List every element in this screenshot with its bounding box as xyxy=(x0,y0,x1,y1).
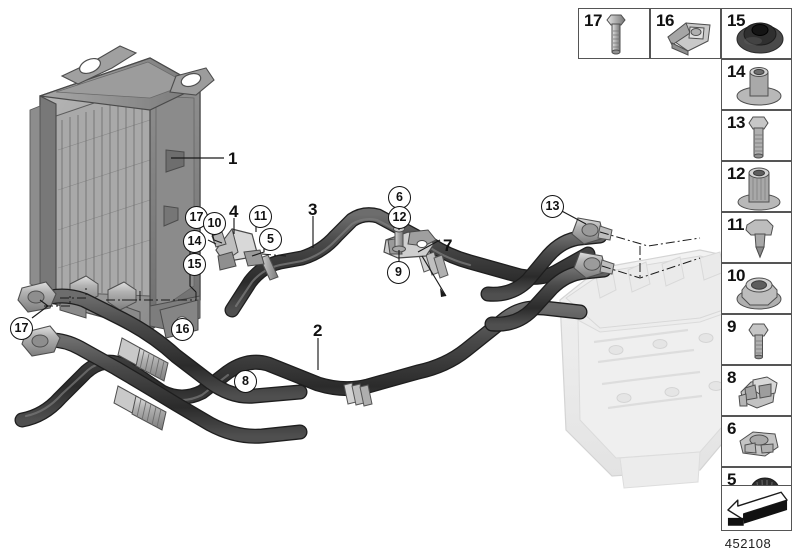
direction-of-travel-arrow-icon xyxy=(724,488,789,528)
legend-cell-13[interactable]: 13 xyxy=(721,110,792,161)
legend-number-17: 17 xyxy=(584,11,602,30)
hose-bracket-triangular xyxy=(211,227,265,271)
legend-cell-10[interactable]: 10 xyxy=(721,263,792,314)
legend-cell-16[interactable]: 16 xyxy=(650,8,721,59)
legend-number-16: 16 xyxy=(656,11,674,30)
expanding-rivet-icon xyxy=(733,215,787,260)
legend-number-8: 8 xyxy=(727,368,736,387)
legend-number-14: 14 xyxy=(727,62,745,81)
callout-17-upper[interactable]: 17 xyxy=(185,206,208,229)
rubber-grommet-icon xyxy=(733,11,787,56)
callout-4[interactable]: 4 xyxy=(229,202,238,221)
legend-cell-12[interactable]: 12 xyxy=(721,161,792,212)
callout-12[interactable]: 12 xyxy=(388,206,411,229)
legend-cell-17[interactable]: 17 xyxy=(578,8,650,59)
flanged-spacer-sleeve-icon xyxy=(733,62,787,107)
hose-3-ferrules xyxy=(259,248,449,281)
legend-cell-6[interactable]: 6 xyxy=(721,416,792,467)
callout-15[interactable]: 15 xyxy=(183,253,206,276)
callout-3[interactable]: 3 xyxy=(308,200,317,219)
legend-number-13: 13 xyxy=(727,113,745,132)
callout-17-lower[interactable]: 17 xyxy=(10,317,33,340)
legend-cell-15[interactable]: 15 xyxy=(721,8,792,59)
callout-10[interactable]: 10 xyxy=(203,212,226,235)
callout-14[interactable]: 14 xyxy=(183,230,206,253)
legend-cell-direction-arrow xyxy=(721,485,792,531)
hex-head-bolt-long-icon xyxy=(733,113,787,159)
single-hose-clip-icon xyxy=(733,419,787,464)
legend-number-12: 12 xyxy=(727,164,745,183)
double-hose-clip-icon xyxy=(733,368,787,413)
callout-13[interactable]: 13 xyxy=(541,195,564,218)
legend-number-10: 10 xyxy=(727,266,745,285)
legend-cell-9[interactable]: 9 xyxy=(721,314,792,365)
parts-legend-panel: 17 16 xyxy=(578,8,792,518)
callout-1[interactable]: 1 xyxy=(228,149,237,168)
hose-2-ferrules xyxy=(343,382,373,407)
hex-head-bolt-short-icon xyxy=(733,317,787,362)
hex-head-bolt-icon xyxy=(591,11,645,56)
callout-11[interactable]: 11 xyxy=(249,205,272,228)
callout-9[interactable]: 9 xyxy=(387,261,410,284)
legend-number-15: 15 xyxy=(727,11,745,30)
legend-number-9: 9 xyxy=(727,317,736,336)
legend-cell-14[interactable]: 14 xyxy=(721,59,792,110)
hose-holder-bracket xyxy=(383,225,437,259)
legend-cell-8[interactable]: 8 xyxy=(721,365,792,416)
oil-supply-hose xyxy=(224,207,596,318)
flanged-hex-nut-icon xyxy=(733,266,787,311)
legend-number-5: 5 xyxy=(727,470,736,489)
callout-8[interactable]: 8 xyxy=(234,370,257,393)
legend-number-11: 11 xyxy=(727,215,744,234)
spring-clip-nut-icon xyxy=(662,11,716,56)
oil-cooler-lower-hose-assembly xyxy=(17,281,308,444)
diagram-image-id: 452108 xyxy=(724,536,772,551)
legend-number-6: 6 xyxy=(727,419,736,438)
oil-return-hose xyxy=(14,300,588,428)
callout-7[interactable]: 7 xyxy=(443,236,452,255)
flanged-bush-icon xyxy=(733,164,787,211)
engine-oil-cooler xyxy=(29,45,215,339)
legend-cell-11[interactable]: 11 xyxy=(721,212,792,263)
callout-16[interactable]: 16 xyxy=(171,318,194,341)
callout-2[interactable]: 2 xyxy=(313,321,322,340)
callout-5[interactable]: 5 xyxy=(259,228,282,251)
